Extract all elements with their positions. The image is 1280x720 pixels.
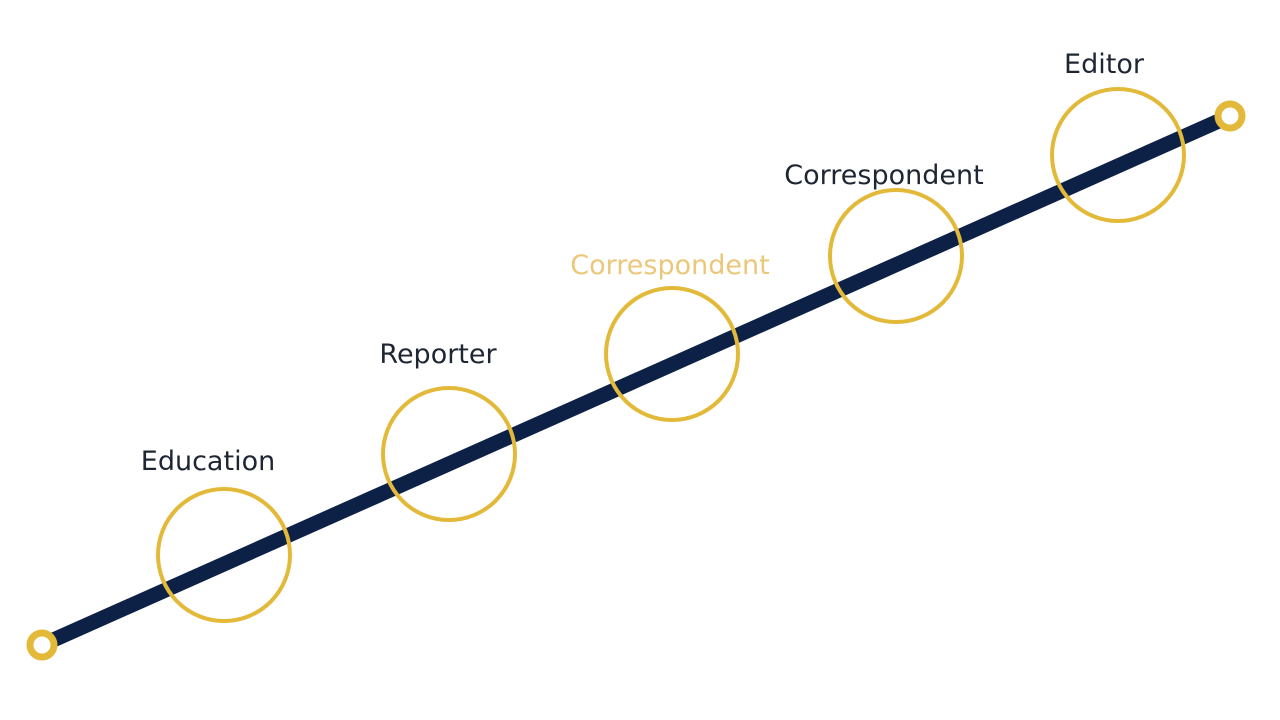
timeline-line: [38, 109, 1234, 652]
stage-ring: [381, 386, 517, 522]
stage-label: Correspondent: [570, 250, 769, 281]
timeline-start-node: [26, 629, 58, 661]
stage-label: Correspondent: [784, 160, 983, 191]
stage-ring: [1050, 87, 1186, 223]
stage-correspondent-highlighted: Correspondent: [570, 250, 770, 422]
timeline-end-node: [1214, 100, 1246, 132]
stage-label: Editor: [1064, 49, 1145, 80]
stage-education: Education: [141, 446, 292, 623]
stage-correspondent: Correspondent: [784, 160, 984, 324]
stage-ring: [156, 487, 292, 623]
stage-label: Education: [141, 446, 275, 477]
stage-label: Reporter: [379, 339, 497, 370]
stage-ring: [604, 286, 740, 422]
stage-editor: Editor: [1050, 49, 1186, 223]
stage-ring: [828, 188, 964, 324]
stage-reporter: Reporter: [379, 339, 517, 522]
